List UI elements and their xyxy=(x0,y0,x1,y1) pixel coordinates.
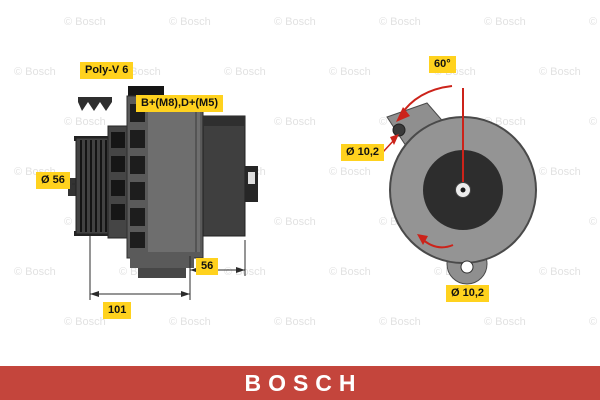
watermark-text: © Bosch xyxy=(539,166,581,178)
length-dimension-label: 101 xyxy=(103,302,132,319)
watermark-text: © Bosch xyxy=(589,16,600,28)
watermark-text: © Bosch xyxy=(589,316,600,328)
angle-annotation-arrowheads xyxy=(390,107,428,245)
watermark-text: © Bosch xyxy=(274,216,316,228)
brand-logo-text: BOSCH xyxy=(244,369,363,396)
watermark-text: © Bosch xyxy=(329,66,371,78)
watermark-text: © Bosch xyxy=(14,66,56,78)
top-hole-diameter-label: Ø 10,2 xyxy=(341,144,385,161)
front-bracket xyxy=(107,125,129,239)
belt-profile-icon xyxy=(78,97,112,111)
watermark-text: © Bosch xyxy=(64,316,106,328)
watermark-text: © Bosch xyxy=(274,316,316,328)
watermark-text: © Bosch xyxy=(379,316,421,328)
watermark-text: © Bosch xyxy=(274,16,316,28)
terminal-label: B+(M8),D+(M5) xyxy=(136,95,224,112)
watermark-text: © Bosch xyxy=(484,16,526,28)
watermark-text: © Bosch xyxy=(169,316,211,328)
watermark-text: © Bosch xyxy=(539,266,581,278)
bottom-hole-diameter-label: Ø 10,2 xyxy=(446,285,490,302)
bottom-mounting-hole xyxy=(460,260,474,274)
depth-dimension-label: 56 xyxy=(196,258,219,275)
watermark-text: © Bosch xyxy=(64,116,106,128)
mounting-foot xyxy=(130,256,194,268)
watermark-text: © Bosch xyxy=(274,116,316,128)
watermark-text: © Bosch xyxy=(589,116,600,128)
pulley-diameter-label: Ø 56 xyxy=(36,172,70,189)
watermark-text: © Bosch xyxy=(589,216,600,228)
watermark-text: © Bosch xyxy=(329,166,371,178)
alternator-housing xyxy=(126,86,258,278)
top-mounting-hole xyxy=(392,123,406,137)
watermark-text: © Bosch xyxy=(14,266,56,278)
watermark-text: © Bosch xyxy=(539,66,581,78)
pulley xyxy=(68,136,110,236)
watermark-text: © Bosch xyxy=(329,266,371,278)
poly-v-label: Poly-V 6 xyxy=(80,62,134,79)
watermark-text: © Bosch xyxy=(484,316,526,328)
angle-label: 60° xyxy=(429,56,456,73)
brand-bar: BOSCH xyxy=(0,366,600,400)
side-view-drawing xyxy=(68,86,258,300)
watermark-text: © Bosch xyxy=(379,16,421,28)
front-view-drawing xyxy=(382,85,537,285)
watermark-text: © Bosch xyxy=(224,66,266,78)
watermark-text: © Bosch xyxy=(169,16,211,28)
watermark-text: © Bosch xyxy=(64,16,106,28)
